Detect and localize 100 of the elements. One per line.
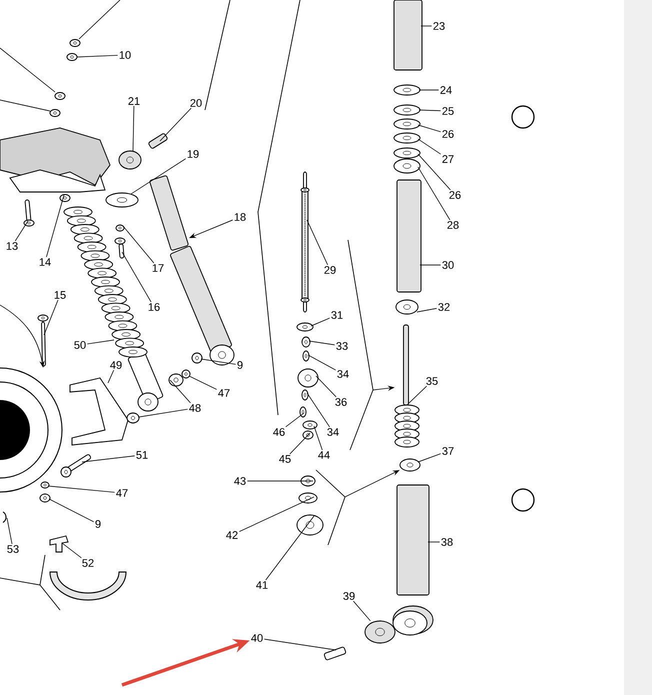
leader-line xyxy=(246,480,314,482)
nut-drawing xyxy=(70,39,80,47)
leader-line xyxy=(418,124,442,132)
leader-line xyxy=(6,518,12,544)
washer-drawing xyxy=(394,132,420,144)
leader-line xyxy=(353,600,371,622)
nut-drawing xyxy=(192,352,202,364)
mudguard-drawing xyxy=(0,128,111,192)
leader-line xyxy=(82,456,136,462)
tube-drawing xyxy=(394,0,422,70)
callout-number: 52 xyxy=(80,558,96,568)
callout-number: 48 xyxy=(188,403,202,413)
leader-line xyxy=(306,392,330,428)
hub-drawing xyxy=(0,368,62,492)
cap-drawing xyxy=(396,300,418,314)
leader-line xyxy=(160,108,192,142)
callout-number: 21 xyxy=(126,96,142,106)
callout-number: 30 xyxy=(440,260,456,270)
nut-drawing xyxy=(54,92,66,100)
leader-line xyxy=(316,376,336,398)
callout-number: 32 xyxy=(436,302,452,312)
callout-number: 41 xyxy=(254,580,270,590)
leader-line xyxy=(418,154,451,190)
leader-line xyxy=(418,166,450,220)
leader-line xyxy=(86,340,114,344)
leader-line xyxy=(108,370,114,384)
leader-line xyxy=(238,496,314,532)
spacer-drawing xyxy=(126,412,140,424)
callout-number: 26 xyxy=(440,129,456,139)
callout-number: 15 xyxy=(52,290,68,300)
piston-drawing xyxy=(298,368,318,388)
nut-drawing xyxy=(302,430,314,440)
callout-number: 37 xyxy=(440,446,456,456)
washer-drawing xyxy=(296,322,314,332)
rod-drawing xyxy=(300,172,310,312)
leader-line xyxy=(308,340,336,346)
spring-drawing xyxy=(302,336,310,348)
leader-line xyxy=(78,0,120,40)
washer-drawing xyxy=(60,194,70,202)
washer-drawing xyxy=(394,148,420,158)
callout-number: 25 xyxy=(440,106,456,116)
leader-line xyxy=(138,408,188,418)
callout-number: 44 xyxy=(316,450,332,460)
callout-number: 47 xyxy=(114,488,130,498)
pin-drawing xyxy=(324,646,346,660)
callout-number: 34 xyxy=(336,369,350,379)
callout-number: 9 xyxy=(94,519,102,529)
clip-drawing xyxy=(2,512,6,523)
leader-line xyxy=(285,412,304,428)
leader-line xyxy=(76,54,118,58)
callout-number: 29 xyxy=(322,265,338,275)
leader-line xyxy=(264,638,336,650)
bushing-drawing xyxy=(364,620,396,644)
leader-line xyxy=(289,432,310,454)
valve-drawing xyxy=(302,350,310,362)
callout-number: 23 xyxy=(432,21,446,31)
callout-number: 40 xyxy=(250,633,264,643)
leader-line xyxy=(0,48,56,92)
pin-drawing xyxy=(148,133,168,149)
callout-number: 43 xyxy=(232,476,248,486)
callout-number: 20 xyxy=(188,98,204,108)
leader-line xyxy=(170,380,191,404)
callout-number: 9 xyxy=(236,360,244,370)
damper-rod-drawing xyxy=(394,324,420,448)
shock-absorber-drawing xyxy=(149,175,189,251)
damper-tube-drawing xyxy=(392,484,434,636)
bush-drawing xyxy=(394,158,420,174)
washer-drawing xyxy=(40,482,50,488)
callout-number: 27 xyxy=(440,154,456,164)
leader-line xyxy=(122,226,154,264)
callout-number: 35 xyxy=(424,376,440,386)
callout-number: 26 xyxy=(448,190,462,200)
leader-line xyxy=(0,100,50,112)
leader-line xyxy=(418,138,442,154)
callout-number: 19 xyxy=(186,149,200,159)
nut-drawing xyxy=(66,53,78,61)
leader-line xyxy=(416,308,438,312)
leader-line xyxy=(420,264,442,266)
callout-number: 53 xyxy=(6,544,20,554)
washer-drawing xyxy=(302,420,318,430)
leader-line xyxy=(306,220,328,266)
callout-number: 28 xyxy=(446,220,460,230)
callout-number: 39 xyxy=(342,591,356,601)
callout-number: 16 xyxy=(146,302,162,312)
leader-line xyxy=(62,542,82,558)
leader-line xyxy=(308,354,336,370)
spacer-drawing xyxy=(168,374,184,386)
callout-number: 42 xyxy=(224,530,240,540)
callout-number: 46 xyxy=(272,427,286,437)
callout-number: 31 xyxy=(330,310,344,320)
leader-line xyxy=(408,386,428,404)
callout-number: 18 xyxy=(232,212,248,222)
valve-drawing xyxy=(302,390,308,400)
washer-drawing xyxy=(394,104,420,116)
leader-line xyxy=(130,158,186,194)
leader-line xyxy=(265,516,314,580)
washer-drawing xyxy=(50,109,60,117)
nut-drawing xyxy=(40,494,50,502)
tube-drawing xyxy=(396,180,422,292)
washer-drawing xyxy=(182,370,190,378)
